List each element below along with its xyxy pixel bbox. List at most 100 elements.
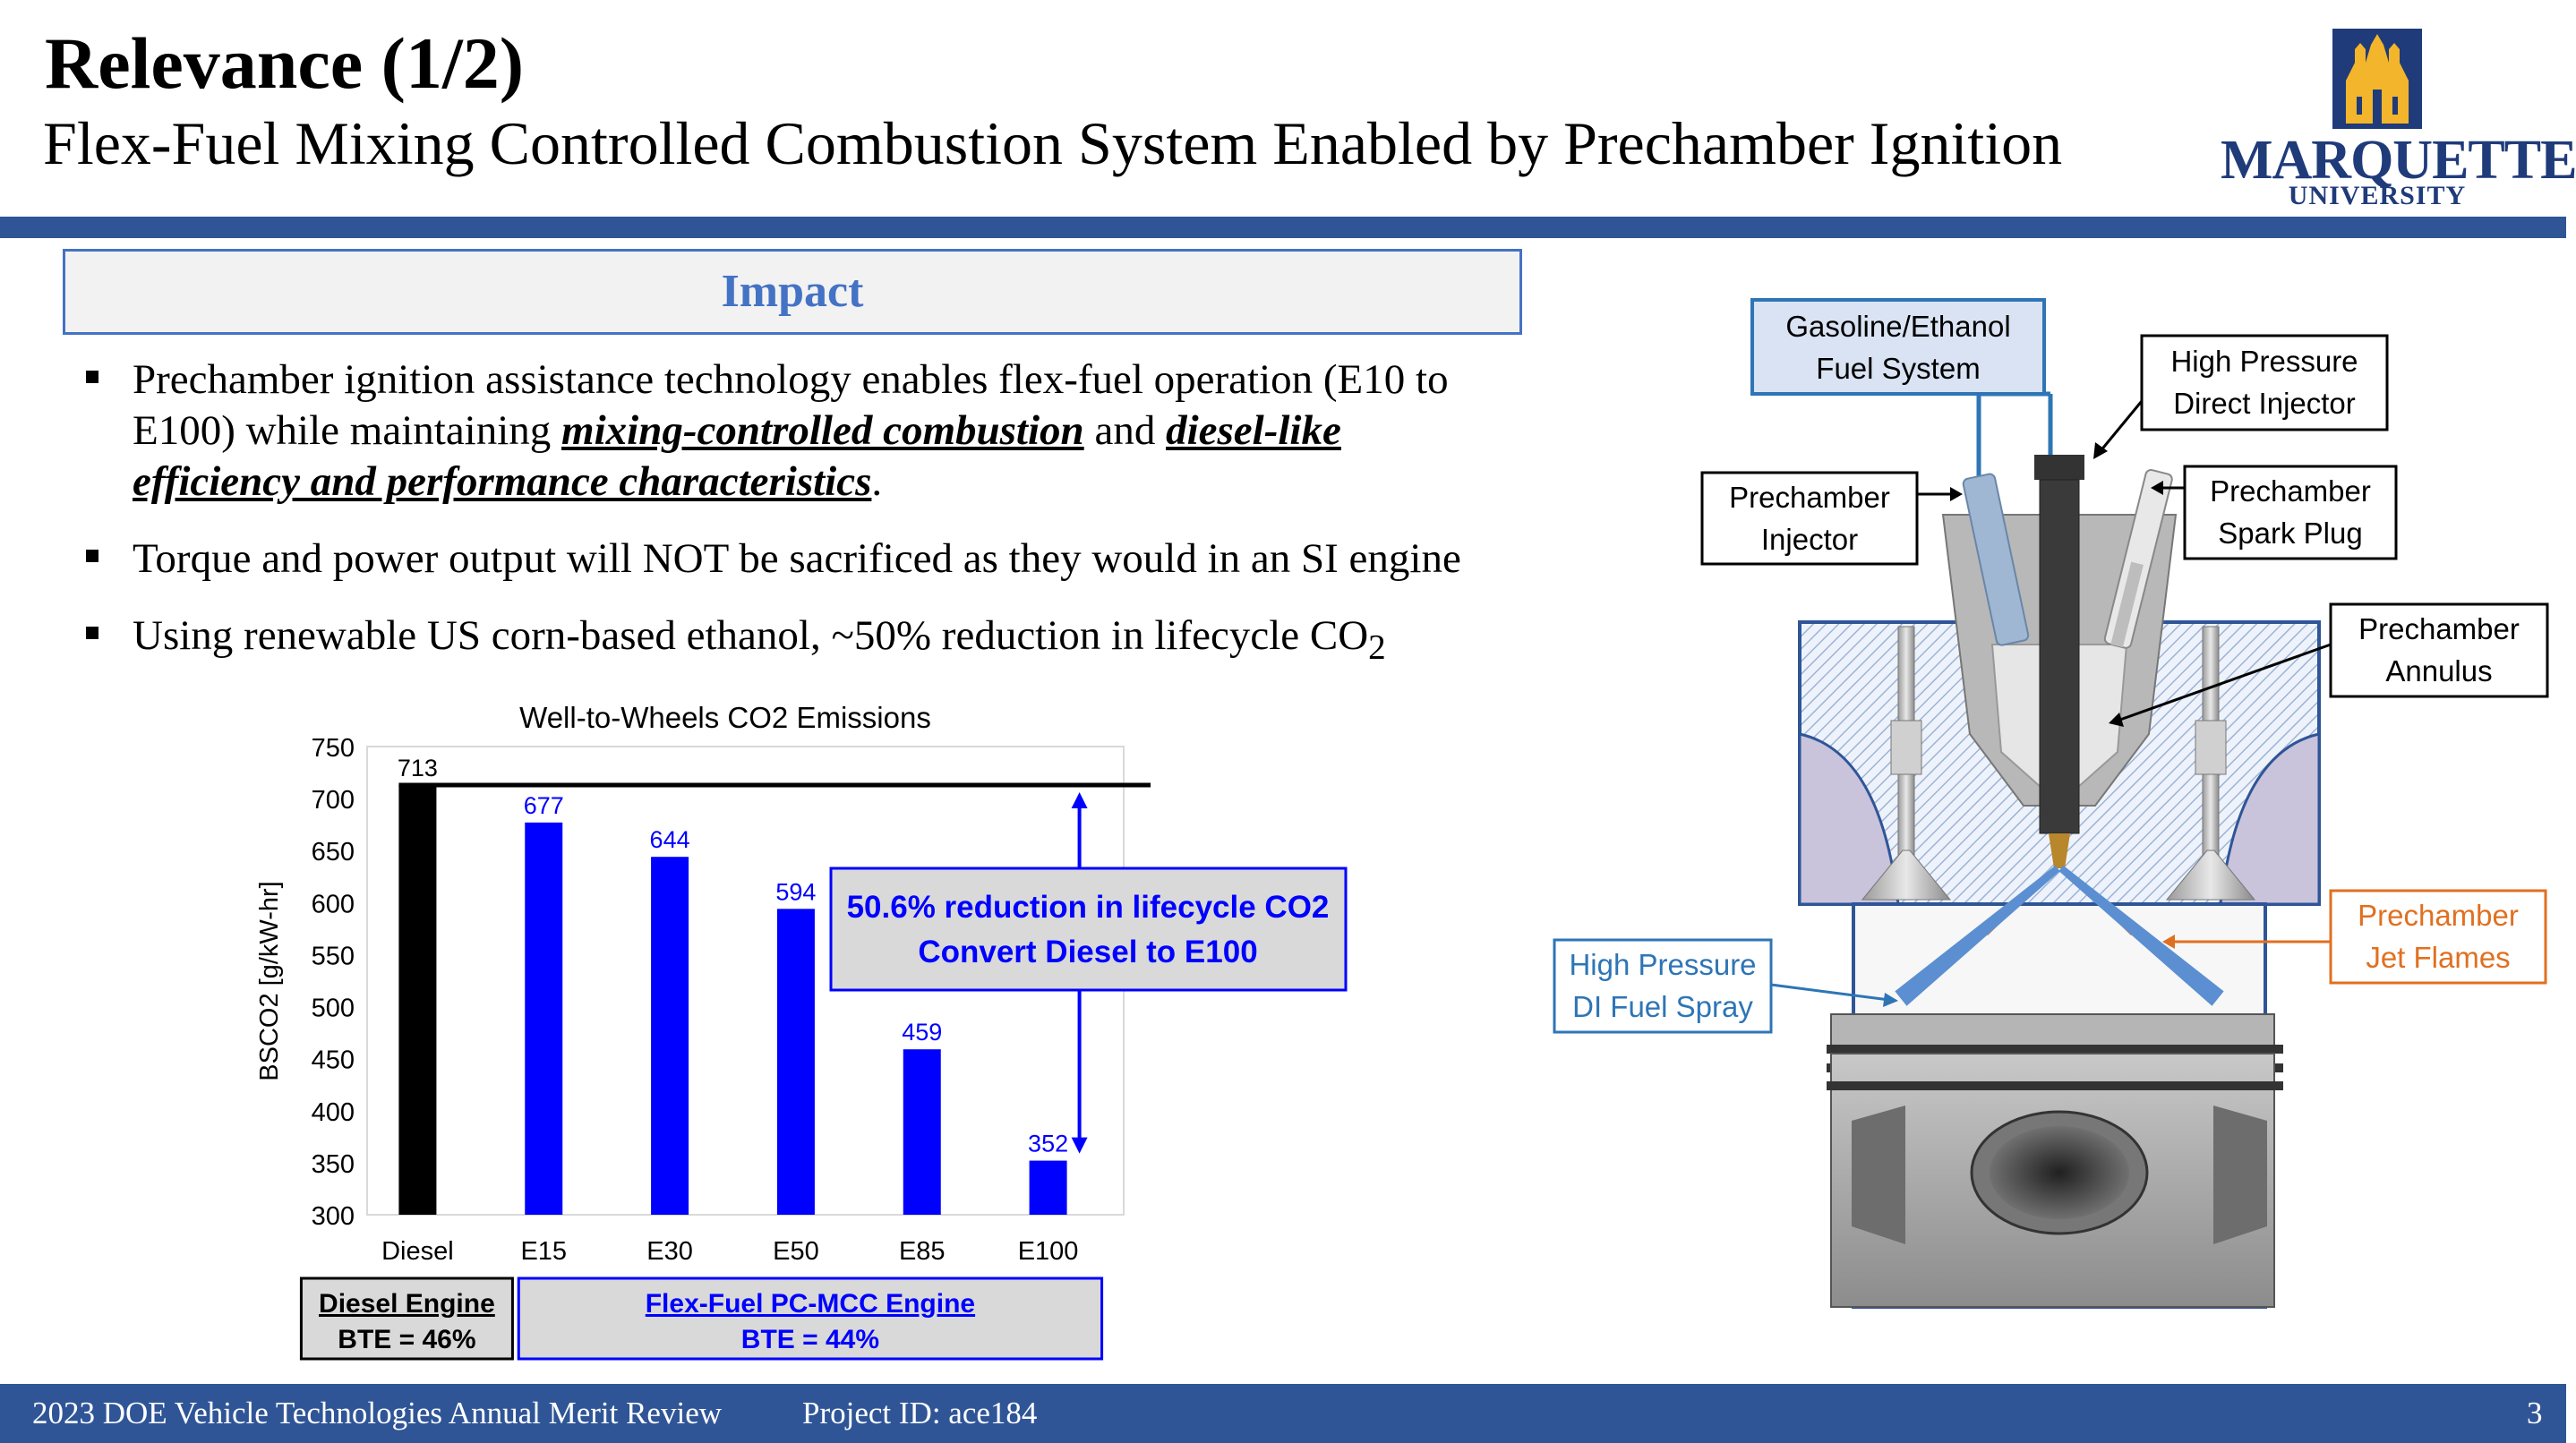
di-spray-right [2058, 865, 2224, 1006]
x-tick-label: E50 [773, 1237, 819, 1266]
x-tick-labels: Diesel E15 E30 E50 E85 E100 [381, 1237, 1078, 1266]
bullet-text: . [871, 458, 883, 505]
x-tick-label: E15 [520, 1237, 567, 1266]
arrow-head-down [1071, 1137, 1088, 1154]
data-label: 594 [775, 878, 816, 905]
bar [525, 822, 563, 1215]
bullet-marker [86, 371, 98, 383]
bullet-torque: Torque and power output will NOT be sacr… [81, 534, 1513, 585]
bullet-emphasis: diesel-like efficiency and performance c… [133, 407, 1341, 505]
valve-left [1861, 626, 1952, 901]
engine-group-bte: BTE = 46% [338, 1325, 475, 1354]
label-spark-plug: Prechamber Spark Plug [2183, 465, 2398, 560]
bullet-marker [86, 550, 98, 562]
engine-group-bte: BTE = 44% [741, 1325, 879, 1354]
svg-text:Spark Plug: Spark Plug [2218, 517, 2362, 550]
bar [398, 785, 437, 1215]
svg-text:DI Fuel Spray: DI Fuel Spray [1572, 990, 1753, 1023]
y-tick-label: 450 [312, 1046, 355, 1075]
engine-group-box [299, 1276, 514, 1361]
label-fuel-system: Gasoline/Ethanol Fuel System [1750, 298, 2046, 396]
logo-subtext: UNIVERSITY [2288, 181, 2467, 210]
y-tick-labels: 750 700 650 600 550 500 450 400 350 300 [312, 734, 355, 1231]
prechamber-spark-plug [2103, 469, 2173, 649]
label-di-spray: High Pressure DI Fuel Spray [1553, 938, 1773, 1034]
bar [1029, 1160, 1067, 1215]
annotation-box [829, 867, 1348, 992]
y-tick-label: 700 [312, 786, 355, 815]
piston [1827, 1013, 2283, 1308]
arrow-head-up [1071, 792, 1088, 809]
arrow-annulus [2117, 643, 2332, 722]
engine-group-name: Diesel Engine [319, 1289, 495, 1319]
data-label: 713 [398, 755, 438, 781]
svg-text:Annulus: Annulus [2385, 654, 2492, 687]
impact-heading: Impact [63, 249, 1522, 335]
prechamber-injector [1962, 473, 2030, 646]
direct-injector [2034, 455, 2084, 868]
label-annulus: Prechamber Annulus [2329, 602, 2549, 698]
x-tick-label: E85 [899, 1237, 946, 1266]
annotation-line-1: 50.6% reduction in lifecycle CO2 [847, 890, 1330, 925]
y-tick-label: 350 [312, 1150, 355, 1179]
arrow-di-spray [1770, 983, 1890, 1002]
bullet-text: Torque and power output will NOT be sacr… [133, 535, 1461, 582]
label-jet-flames: Prechamber Jet Flames [2329, 889, 2547, 985]
label-hp-injector: High Pressure Direct Injector [2140, 334, 2389, 431]
x-tick-label: Diesel [381, 1237, 454, 1266]
bullet-text: Using renewable US corn-based ethanol, ~… [133, 612, 1369, 659]
bullet-text: Prechamber ignition assistance technolog… [133, 356, 1449, 454]
svg-text:Direct Injector: Direct Injector [2173, 387, 2356, 420]
data-label: 352 [1028, 1131, 1068, 1157]
bullet-ethanol: Using renewable US corn-based ethanol, ~… [81, 610, 1513, 672]
y-tick-label: 300 [312, 1202, 355, 1231]
data-label: 459 [902, 1019, 942, 1046]
engine-group-name: Flex-Fuel PC-MCC Engine [646, 1289, 975, 1319]
y-tick-label: 600 [312, 890, 355, 918]
x-tick-label: E30 [646, 1237, 693, 1266]
chart-title: Well-to-Wheels CO2 Emissions [519, 701, 931, 734]
svg-text:Prechamber: Prechamber [2358, 612, 2520, 645]
footer-page-number: 3 [2527, 1396, 2543, 1430]
svg-text:Prechamber: Prechamber [1729, 481, 1890, 514]
bullet-subscript: 2 [1368, 628, 1386, 667]
label-pc-injector: Prechamber Injector [1700, 471, 1919, 566]
bullet-emphasis: mixing-controlled combustion [561, 407, 1084, 454]
bar [903, 1049, 941, 1215]
y-tick-label: 650 [312, 838, 355, 867]
svg-text:Jet Flames: Jet Flames [2366, 941, 2510, 974]
footer-bar [0, 1384, 2566, 1443]
data-label: 677 [524, 792, 564, 819]
x-tick-label: E100 [1018, 1237, 1079, 1266]
bar [651, 857, 689, 1215]
svg-text:Prechamber: Prechamber [2358, 899, 2519, 932]
footer-project-id: Project ID: ace184 [802, 1396, 1038, 1430]
di-spray-left [1895, 865, 2060, 1006]
bullet-marker [86, 627, 98, 639]
header-rule [0, 217, 2566, 238]
co2-emissions-chart: Well-to-Wheels CO2 Emissions BSCO2 [g/kW… [255, 701, 1348, 1361]
svg-text:High Pressure: High Pressure [1569, 948, 1756, 981]
svg-text:Fuel System: Fuel System [1816, 352, 1980, 385]
university-logo [2332, 29, 2422, 129]
arrow-hp-injector [2098, 400, 2144, 453]
svg-text:Gasoline/Ethanol: Gasoline/Ethanol [1785, 310, 2010, 343]
svg-text:Prechamber: Prechamber [2210, 474, 2371, 508]
y-tick-label: 750 [312, 734, 355, 763]
engine-group-box [517, 1276, 1104, 1361]
y-tick-label: 400 [312, 1098, 355, 1127]
y-axis-label: BSCO2 [g/kW-hr] [255, 881, 284, 1080]
bar [776, 909, 815, 1215]
impact-bullets: Prechamber ignition assistance technolog… [81, 354, 1513, 698]
engine-diagram: Gasoline/Ethanol Fuel System High Pressu… [1553, 298, 2549, 1309]
y-tick-label: 550 [312, 942, 355, 970]
svg-text:Injector: Injector [1761, 523, 1858, 556]
footer-event: 2023 DOE Vehicle Technologies Annual Mer… [32, 1396, 722, 1430]
annotation-line-2: Convert Diesel to E100 [918, 935, 1257, 969]
logo-wordmark: MARQUETTE [2221, 130, 2576, 191]
page-title: Relevance (1/2) [45, 22, 525, 104]
y-tick-label: 500 [312, 995, 355, 1023]
page-subtitle: Flex-Fuel Mixing Controlled Combustion S… [43, 109, 2063, 177]
